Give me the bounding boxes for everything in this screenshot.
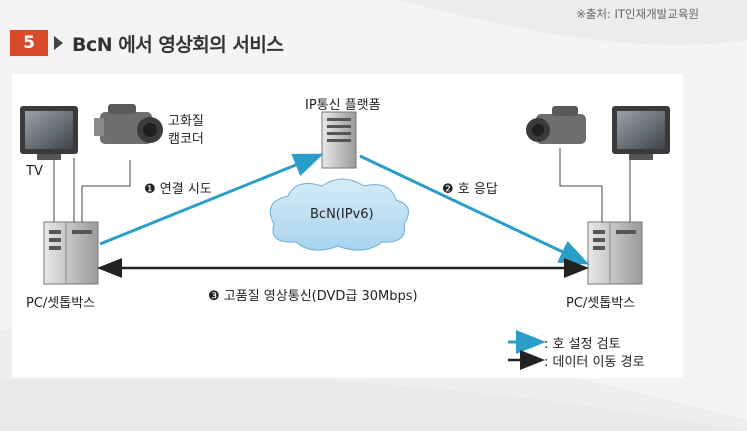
step3-text: 고품질 영상통신(DVD급 30Mbps) [223,289,418,304]
step1-text: 연결 시도 [159,182,212,197]
cloud-label: BcN(IPv6) [310,207,374,222]
step2-label: ❷ 호 응답 [442,178,498,197]
diagram-panel: IP통신 플랫폼 고화질 캠코더 TV ❶ 연결 시도 ❷ 호 응답 BcN(I… [12,74,683,378]
section-arrow-icon [54,36,63,50]
diagram-canvas [20,104,670,370]
step1-label: ❶ 연결 시도 [144,178,212,197]
left-pc-label: PC/셋톱박스 [26,296,96,311]
step1-number: ❶ [144,182,156,197]
left-tv-icon [20,106,78,160]
right-camcorder-icon [526,106,586,144]
step3-number: ❸ [208,289,220,304]
step2-number: ❷ [442,182,454,197]
ip-platform-server-icon [321,111,357,169]
step2-text: 호 응답 [457,182,498,197]
ip-platform-label: IP통신 플랫폼 [305,98,381,113]
right-pc-icon [587,221,643,285]
legend-signal-label: : 호 설정 검토 [544,337,621,352]
legend-data-label: : 데이터 이동 경로 [544,355,645,370]
tv-label: TV [26,164,43,179]
section-title: BcN 에서 영상회의 서비스 [72,33,284,56]
section-header: 5 BcN 에서 영상회의 서비스 [10,30,284,56]
bcn-cloud-icon [269,178,409,251]
camcorder-label-line2: 캠코더 [168,132,204,147]
section-number-badge: 5 [10,30,48,56]
call-request-line [99,153,324,246]
left-camcorder-icon [94,104,163,144]
left-pc-icon [43,221,99,285]
source-citation: ※출처: IT인재개발교육원 [576,7,699,21]
camcorder-label-line1: 고화질 [168,114,204,129]
step3-label: ❸ 고품질 영상통신(DVD급 30Mbps) [208,285,418,304]
right-tv-icon [612,106,670,160]
call-response-line [359,154,590,265]
right-pc-label: PC/셋톱박스 [566,296,636,311]
